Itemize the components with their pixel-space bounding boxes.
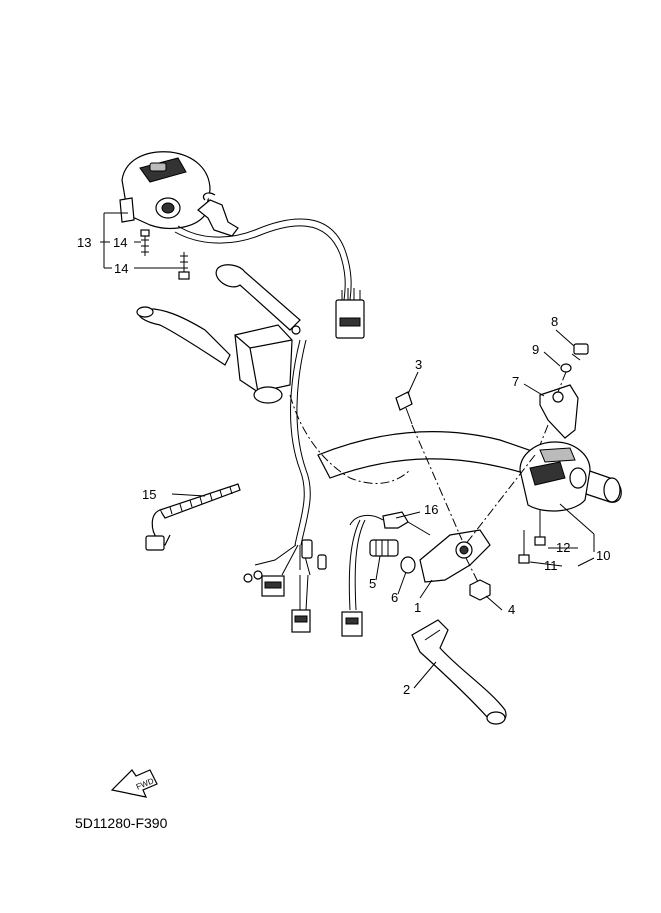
part-11-screw bbox=[518, 530, 530, 564]
part-2-brake-lever bbox=[411, 619, 507, 725]
callout-15: 15 bbox=[142, 487, 156, 502]
callout-14-upper: 14 bbox=[113, 235, 127, 250]
part-14-screw-lower bbox=[178, 252, 190, 280]
callout-5: 5 bbox=[369, 576, 376, 591]
callout-3: 3 bbox=[415, 357, 422, 372]
part-6-locknut bbox=[400, 556, 416, 574]
brake-switch-connector bbox=[341, 611, 363, 637]
diagram-code: 5D11280-F390 bbox=[75, 815, 168, 831]
part-7-clamp bbox=[539, 384, 579, 439]
callout-leaders bbox=[100, 212, 595, 689]
callout-8: 8 bbox=[551, 314, 558, 329]
callout-4: 4 bbox=[508, 602, 515, 617]
part-15-cable-tie bbox=[145, 483, 241, 551]
callout-7: 7 bbox=[512, 374, 519, 389]
left-lever-and-holder bbox=[136, 264, 301, 404]
callout-6: 6 bbox=[391, 590, 398, 605]
part-5-adjuster bbox=[369, 539, 399, 557]
callout-2: 2 bbox=[403, 682, 410, 697]
callout-16: 16 bbox=[424, 502, 438, 517]
callout-14-lower: 14 bbox=[114, 261, 128, 276]
part-8-screw bbox=[571, 343, 589, 361]
left-switch-connector bbox=[335, 288, 365, 339]
right-handlebar-switch bbox=[519, 441, 591, 512]
part-14-screw-upper bbox=[140, 229, 150, 256]
forward-direction-arrow: FWD bbox=[110, 769, 158, 798]
callout-1: 1 bbox=[414, 600, 421, 615]
handlebar-tube bbox=[317, 430, 622, 503]
callout-9: 9 bbox=[532, 342, 539, 357]
part-3-bolt bbox=[395, 391, 413, 425]
callout-10: 10 bbox=[596, 548, 610, 563]
part-9-washer bbox=[560, 363, 572, 373]
main-harness-connectors bbox=[243, 539, 327, 633]
callout-11: 11 bbox=[544, 558, 558, 573]
part-16-brake-switch bbox=[349, 511, 431, 536]
left-handlebar-switch bbox=[119, 151, 211, 229]
part-12-screw bbox=[534, 510, 546, 546]
callout-12: 12 bbox=[556, 540, 570, 555]
callout-13: 13 bbox=[77, 235, 91, 250]
part-4-nut bbox=[469, 579, 491, 601]
part-1-lever-holder bbox=[419, 529, 491, 583]
